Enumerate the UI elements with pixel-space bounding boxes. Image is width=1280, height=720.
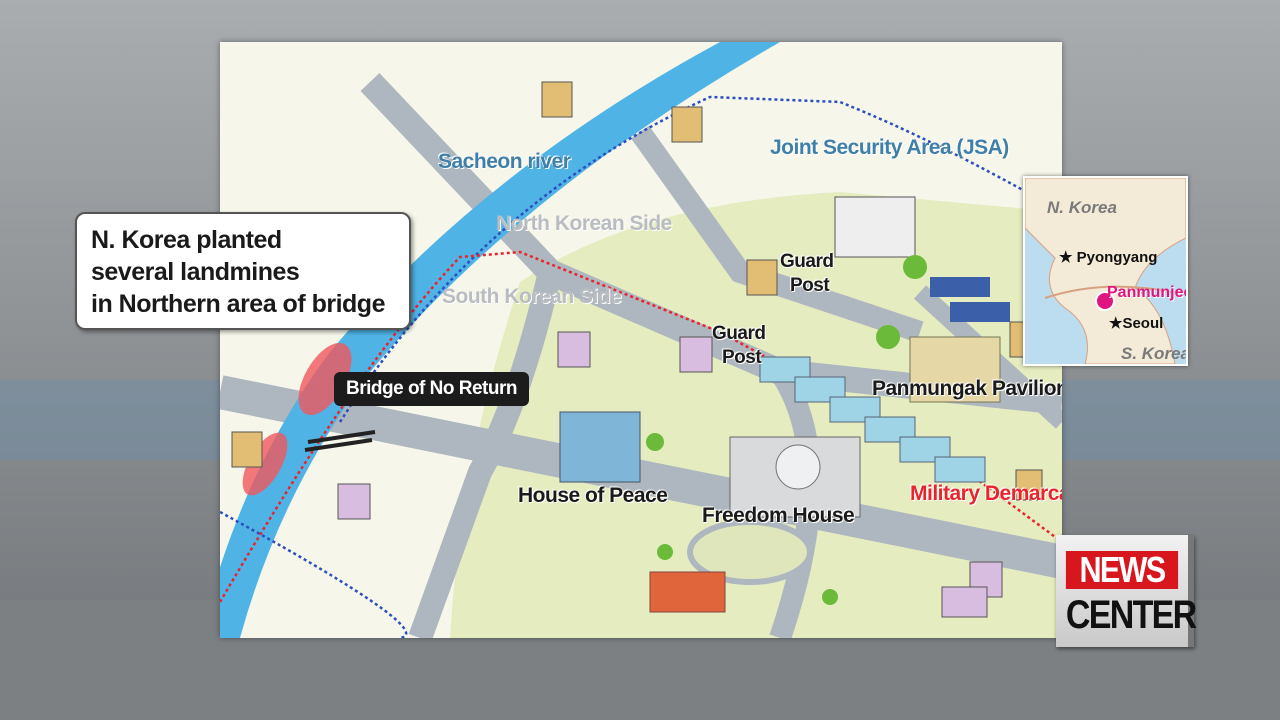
map-artwork [220, 42, 1062, 638]
guard-post-label-line: Post [722, 347, 762, 368]
river-label: Sacheon river [438, 150, 571, 173]
korea-peninsula [1025, 178, 1186, 364]
sk-guard-posts [337, 331, 1003, 618]
mdl-label: Military Demarcation Line [910, 482, 1062, 505]
pavilion-label: Panmungak Pavilion [872, 377, 1062, 400]
logo-news: NEWS [1065, 551, 1179, 589]
south-side-label: South Korean Side [442, 285, 622, 308]
bridge-label: Bridge of No Return [334, 372, 529, 406]
callout-line: several landmines [91, 258, 300, 286]
trees [646, 255, 927, 605]
guard-post-label-line: Post [790, 275, 830, 296]
north-side-label: North Korean Side [496, 212, 672, 235]
conference-buildings [759, 356, 986, 483]
guard-post-label-line: Guard [780, 251, 834, 272]
capital-star-icon: ★ [1059, 249, 1073, 266]
korea-locator-map: N. Korea ★ Pyongyang Panmunjeom ★Seoul S… [1023, 176, 1188, 366]
capital-star-icon: ★ [1109, 315, 1123, 332]
house-of-peace-label: House of Peace [518, 484, 668, 507]
road-main [220, 375, 1062, 579]
news-center-logo: NEWS CENTER [1056, 535, 1197, 647]
blue-roof-buildings [930, 277, 1010, 322]
landmine-zone [298, 342, 352, 416]
seoul-label: ★Seoul [1109, 315, 1164, 332]
landmine-zone [242, 432, 288, 496]
plaza [687, 519, 813, 585]
guard-post-label: Guard Post [780, 250, 834, 298]
south-korea-label: S. Korea [1121, 344, 1188, 363]
bridge-of-no-return [304, 430, 376, 452]
callout-line: N. Korea planted [91, 226, 282, 254]
guard-posts [231, 81, 1043, 501]
landmine-callout: N. Korea planted several landmines in No… [75, 212, 411, 330]
orange-roof-building [649, 571, 726, 613]
guard-post-label-line: Guard [712, 323, 766, 344]
mdl-line [220, 250, 1062, 603]
house-of-peace [559, 411, 641, 483]
panmunjeom-marker [1095, 291, 1115, 311]
callout-line: in Northern area of bridge [91, 290, 385, 318]
nk-building [834, 196, 916, 258]
north-korea-label: N. Korea [1047, 198, 1117, 217]
guard-post-label: Guard Post [712, 322, 766, 370]
road [631, 125, 924, 343]
jsa-map: Sacheon river Joint Security Area (JSA) … [220, 42, 1062, 638]
logo-center: CENTER [1065, 593, 1197, 637]
freedom-house-label: Freedom House [702, 504, 855, 527]
pyongyang-label: ★ Pyongyang [1059, 249, 1158, 266]
jsa-label: Joint Security Area (JSA) [770, 136, 1009, 159]
jsa-boundary-line [220, 95, 1062, 638]
pavilion [909, 336, 1001, 403]
panmunjeom-label: Panmunjeom [1107, 284, 1186, 301]
